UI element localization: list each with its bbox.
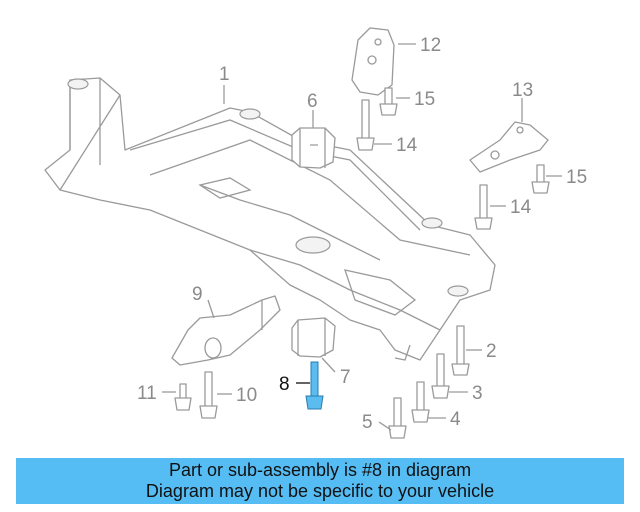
- callout-9: 9: [192, 284, 203, 305]
- callout-12: 12: [420, 35, 441, 56]
- bolt-part-15b: [531, 164, 550, 194]
- callout-6: 6: [307, 91, 318, 112]
- bolt-part-15a: [379, 87, 398, 116]
- callout-3: 3: [472, 383, 483, 404]
- callout-13: 13: [512, 80, 533, 101]
- caption-line-2: Diagram may not be specific to your vehi…: [145, 481, 495, 501]
- bolt-part-4: [411, 381, 430, 423]
- mount-part-6: [291, 127, 336, 169]
- callout-5: 5: [362, 412, 373, 433]
- bracket-part-13: [469, 121, 549, 173]
- bolt-part-11: [174, 383, 192, 411]
- bolt-part-8-highlighted[interactable]: [305, 361, 324, 410]
- bracket-part-12: [351, 27, 395, 96]
- bolt-part-2: [451, 325, 470, 376]
- mount-part-7: [291, 317, 336, 358]
- callout-15a: 15: [414, 89, 435, 110]
- bolt-part-3: [431, 353, 450, 399]
- caption-banner: Part or sub-assembly is #8 in diagram Di…: [16, 458, 624, 504]
- bolt-part-10: [199, 371, 218, 419]
- parts-diagram: 1 6 12 15 14 13 15 14 9 2 7 8 11 10 3 4 …: [44, 27, 587, 439]
- callout-4: 4: [450, 409, 461, 430]
- callout-15b: 15: [566, 167, 587, 188]
- caption-line-1: Part or sub-assembly is #8 in diagram: [168, 460, 472, 480]
- callout-11: 11: [137, 383, 157, 404]
- bolt-part-14a: [356, 99, 375, 151]
- bolt-part-5: [388, 397, 407, 439]
- callout-10: 10: [236, 385, 257, 406]
- callout-1: 1: [219, 64, 230, 85]
- callout-7: 7: [340, 367, 351, 388]
- callout-8: 8: [279, 374, 290, 395]
- callout-14b: 14: [510, 197, 532, 218]
- callout-2: 2: [486, 341, 497, 362]
- callout-14a: 14: [396, 135, 418, 156]
- bracket-part-9: [171, 295, 281, 366]
- bolt-part-14b: [474, 184, 493, 230]
- leader-lines: [162, 43, 562, 431]
